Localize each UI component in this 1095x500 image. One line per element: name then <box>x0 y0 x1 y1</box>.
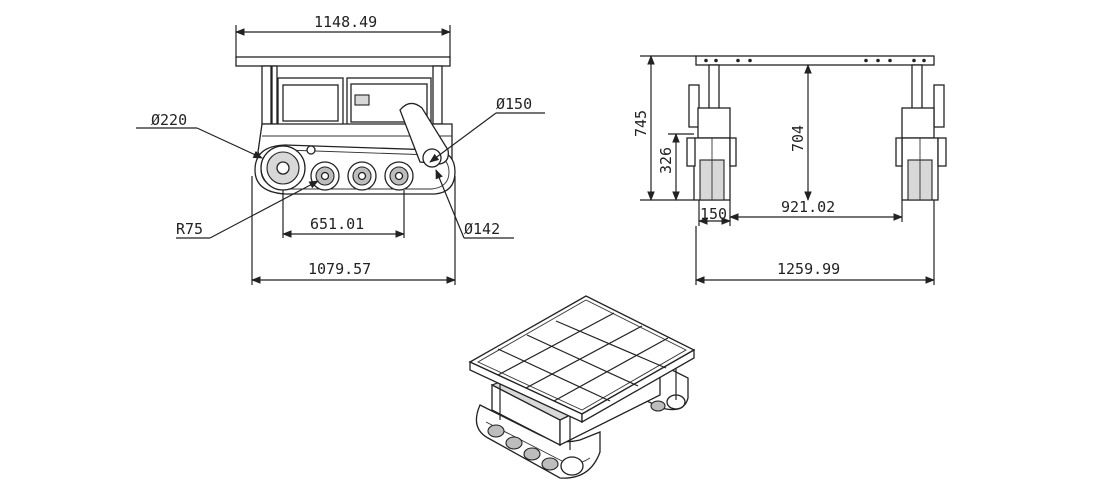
left-post-inner <box>271 65 278 125</box>
tensioner-arm <box>399 102 449 165</box>
dim-overall-width: 1259.99 <box>777 260 840 278</box>
dim-overall-height: 745 <box>632 110 650 137</box>
right-track <box>895 64 947 201</box>
battery-box-inner <box>282 84 339 122</box>
dim-roller-span: 651.01 <box>310 215 364 233</box>
top-plate <box>235 56 451 67</box>
pivot <box>306 145 316 155</box>
dim-roller-radius: R75 <box>176 220 203 238</box>
left-track <box>686 64 737 201</box>
isometric-view <box>468 295 696 479</box>
top-bar <box>695 55 935 66</box>
dim-rear-wheel: Ø150 <box>496 95 532 113</box>
bolt-holes <box>704 58 926 63</box>
dim-idler: Ø142 <box>464 220 500 238</box>
front-view: 745 326 704 150 921.02 1259.99 <box>632 55 947 285</box>
dim-inner-height: 704 <box>789 125 807 152</box>
dim-track-gauge: 921.02 <box>781 198 835 216</box>
right-post <box>432 65 443 125</box>
dim-track-length: 1079.57 <box>308 260 371 278</box>
idler-wheel <box>422 148 442 168</box>
iso-top-frame <box>468 295 696 424</box>
dim-track-height: 326 <box>657 147 675 174</box>
side-view: 1148.49 Ø220 Ø150 R75 Ø142 651.01 1079.5… <box>136 13 545 285</box>
dim-top-width: 1148.49 <box>314 13 377 31</box>
left-post <box>261 65 272 125</box>
road-rollers <box>310 161 414 191</box>
dim-drive-wheel: Ø220 <box>151 111 187 129</box>
dim-track-width: 150 <box>700 205 727 223</box>
iso-left-wheels <box>487 424 584 476</box>
connector <box>354 94 370 106</box>
